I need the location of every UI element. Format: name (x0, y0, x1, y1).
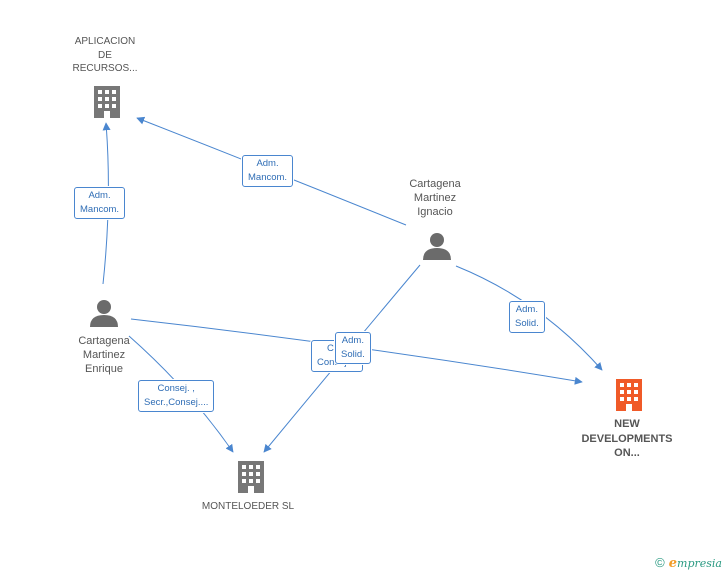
brand-name: mpresia (677, 557, 722, 570)
label-line: Martinez (82, 349, 126, 361)
node-label-cartagena-enrique: Cartagena Martinez Enrique (54, 334, 154, 376)
node-label-monteloeder: MONTELOEDER SL (188, 500, 308, 514)
copyright-symbol: © (655, 555, 665, 570)
edge-label-line: Solid. (515, 318, 539, 329)
node-label-aplicacion: APLICACION DE RECURSOS... (55, 35, 155, 76)
brand-initial: e (668, 556, 678, 571)
building-icon[interactable] (236, 459, 266, 495)
edge-label-enrique-aplicacion[interactable]: Adm. Mancom. (74, 187, 126, 219)
edge-label-line: Adm. (341, 335, 364, 346)
edge-label-line: Solid. (341, 349, 365, 360)
label-line: Cartagena (409, 178, 461, 190)
brand-watermark: ©empresia (655, 555, 722, 571)
edge-label-ignacio-aplicacion[interactable]: Adm. Mancom. (242, 155, 294, 187)
node-label-new-developments: NEW DEVELOPMENTS ON... (567, 417, 687, 461)
label-line: Cartagena (78, 335, 130, 347)
label-line: DEVELOPMENTS (581, 432, 673, 445)
edge-label-line: Mancom. (80, 204, 120, 215)
building-icon[interactable] (92, 84, 122, 120)
label-line: NEW (614, 418, 640, 430)
person-icon[interactable] (89, 298, 119, 328)
edge-label-line: Secr.,Consej.... (144, 397, 209, 408)
label-line: DE (98, 49, 112, 61)
edge-label-line: Adm. (256, 158, 279, 169)
label-line: APLICACION (74, 36, 136, 47)
edge-label-enrique-monteloeder[interactable]: Consej. , Secr.,Consej.... (138, 380, 215, 412)
person-icon[interactable] (422, 231, 452, 261)
label-line: Ignacio (417, 206, 453, 218)
edge-label-line: Adm. (88, 190, 111, 201)
label-line: Enrique (85, 363, 123, 375)
edge-label-line: Consej. , (157, 383, 195, 394)
label-line: RECURSOS... (72, 63, 138, 74)
edge-label-line: Mancom. (248, 172, 288, 183)
edge-label-line: Adm. (515, 304, 538, 315)
edge-label-enrique-newdev[interactable]: Adm. Solid. (335, 332, 371, 364)
building-icon[interactable] (614, 377, 644, 413)
node-label-cartagena-ignacio: Cartagena Martinez Ignacio (385, 177, 485, 219)
label-line: ON... (614, 447, 640, 459)
edge-label-ignacio-newdev[interactable]: Adm. Solid. (509, 301, 545, 333)
label-line: MONTELOEDER SL (201, 501, 295, 512)
label-line: Martinez (413, 192, 457, 204)
